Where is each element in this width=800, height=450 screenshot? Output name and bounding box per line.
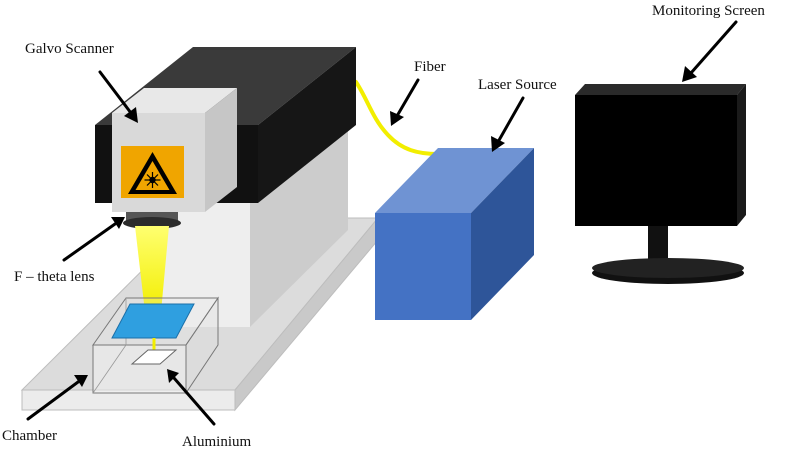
label-aluminium: Aluminium [182, 434, 252, 450]
monitoring-screen [575, 84, 746, 284]
arrow-aluminium [172, 376, 216, 426]
label-galvo-scanner: Galvo Scanner [25, 41, 114, 57]
arrow-laser-source [496, 96, 525, 144]
fiber-cable [354, 80, 440, 156]
label-monitoring-screen: Monitoring Screen [652, 3, 765, 19]
label-arrows [26, 20, 738, 426]
laser-beam [135, 226, 169, 312]
arrow-monitoring-screen [689, 20, 738, 75]
arrow-fiber [395, 78, 420, 118]
label-chamber: Chamber [2, 428, 57, 444]
label-laser-source: Laser Source [478, 77, 557, 93]
arrow-galvo-scanner [98, 70, 133, 115]
arrow-chamber [26, 380, 80, 421]
laser-warning-icon [121, 146, 184, 198]
label-f-theta-lens: F – theta lens [14, 269, 95, 285]
laser-source [375, 148, 534, 320]
aluminium-sample [130, 349, 178, 365]
label-fiber: Fiber [414, 59, 446, 75]
arrow-f-theta-lens [62, 222, 117, 262]
